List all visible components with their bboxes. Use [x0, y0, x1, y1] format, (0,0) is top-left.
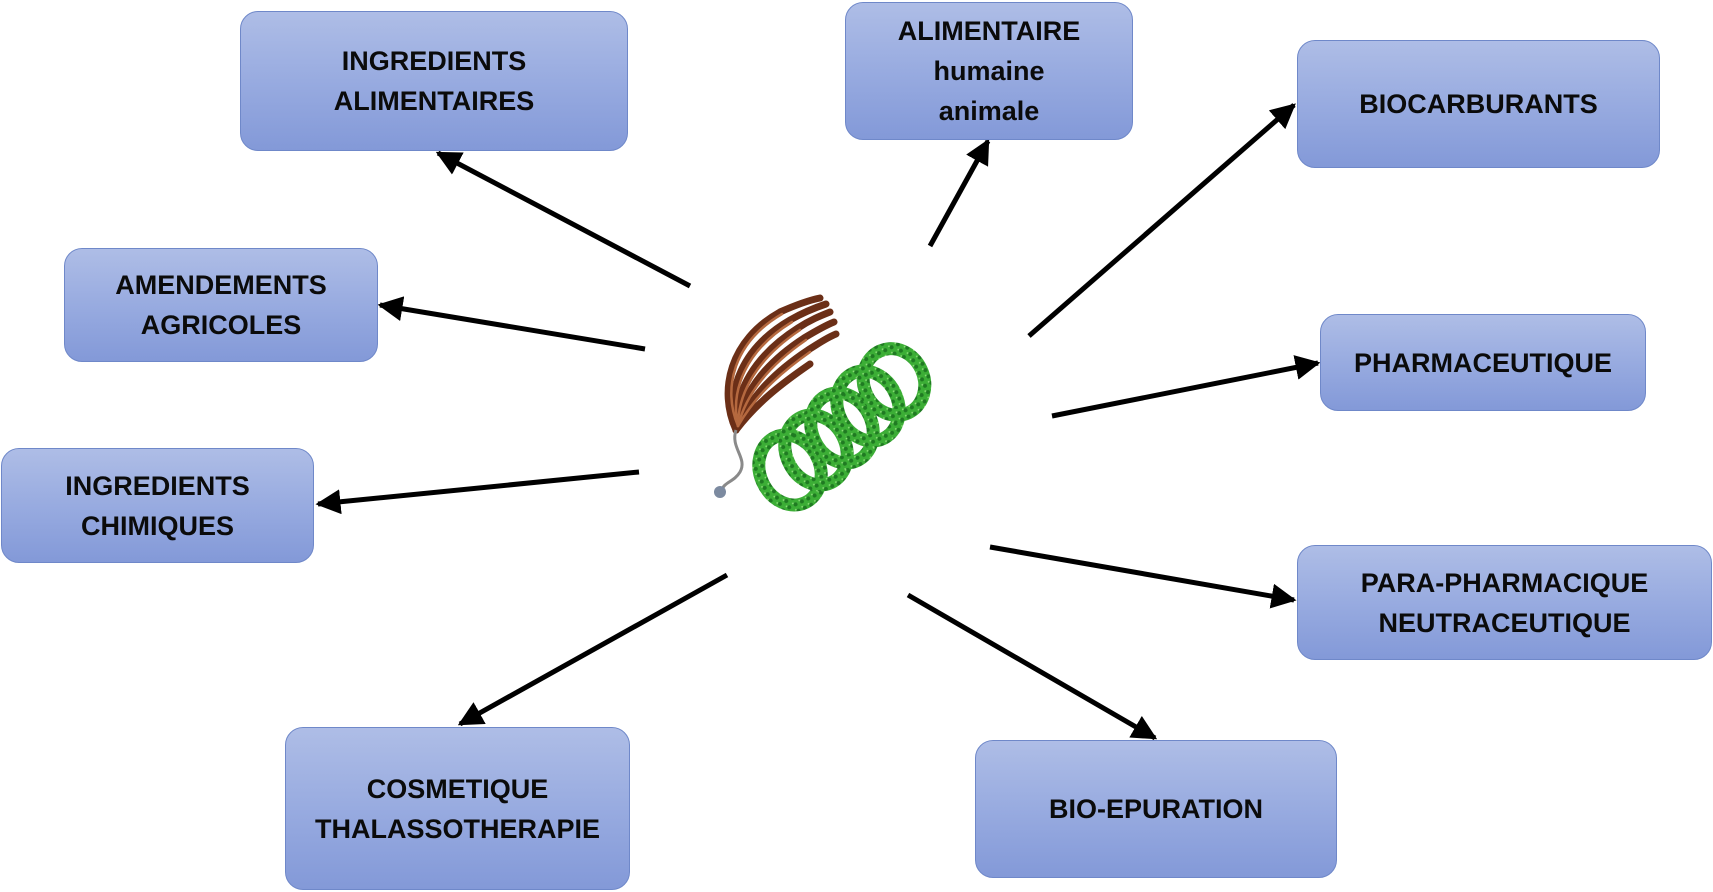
node-label-line: animale	[938, 96, 1040, 126]
node-label-line: INGREDIENTS	[65, 470, 250, 501]
node-label-line: BIO-EPURATION	[1049, 794, 1263, 824]
node-label-line: AGRICOLES	[140, 310, 302, 340]
arrow-to-alimentaire	[927, 138, 991, 248]
arrow-to-bio-epuration	[906, 592, 1158, 741]
microalgae-illustration	[714, 294, 932, 512]
node-label-line: ALIMENTAIRE	[897, 16, 1081, 46]
node-label-line: ALIMENTAIRES	[333, 86, 535, 116]
node-ingredients-alimentaires: INGREDIENTS ALIMENTAIRES	[240, 11, 628, 151]
node-label-line: NEUTRACEUTIQUE	[1378, 607, 1631, 638]
node-ingredients-chimiques: INGREDIENTS CHIMIQUES	[1, 448, 314, 563]
node-label-line: humaine	[933, 56, 1045, 86]
brown-filamentous-alga-icon	[714, 294, 840, 498]
node-pharmaceutique: PHARMACEUTIQUE	[1320, 314, 1646, 411]
node-label-line: PARA-PHARMACIQUE	[1360, 567, 1649, 598]
arrow-to-ingredients-chimiques	[315, 469, 640, 515]
node-biocarburants: BIOCARBURANTS	[1297, 40, 1660, 168]
arrow-to-biocarburants	[1027, 103, 1296, 338]
node-label-line: THALASSOTHERAPIE	[314, 813, 601, 844]
node-amendements-agricoles: AMENDEMENTS AGRICOLES	[64, 248, 378, 362]
node-label-line: COSMETIQUE	[366, 773, 549, 804]
node-bio-epuration: BIO-EPURATION	[975, 740, 1337, 878]
node-label-line: AMENDEMENTS	[115, 270, 327, 300]
node-label-line: CHIMIQUES	[80, 510, 234, 541]
node-cosmetique: COSMETIQUE THALASSOTHERAPIE	[285, 727, 630, 890]
arrow-to-cosmetique	[457, 572, 729, 727]
arrow-to-pharmaceutique	[1051, 355, 1321, 419]
spiral-cyanobacteria-icon	[752, 342, 932, 512]
arrow-to-amendements-agricoles	[377, 296, 646, 352]
arrow-to-ingredients-alimentaires	[435, 150, 692, 289]
node-label-line: PHARMACEUTIQUE	[1353, 347, 1612, 378]
arrow-to-para-pharmacique	[989, 544, 1297, 609]
node-alimentaire: ALIMENTAIRE humaine animale	[845, 2, 1133, 140]
node-label-line: BIOCARBURANTS	[1359, 89, 1598, 119]
node-para-pharmacique: PARA-PHARMACIQUE NEUTRACEUTIQUE	[1297, 545, 1712, 660]
node-label-line: INGREDIENTS	[341, 46, 527, 76]
